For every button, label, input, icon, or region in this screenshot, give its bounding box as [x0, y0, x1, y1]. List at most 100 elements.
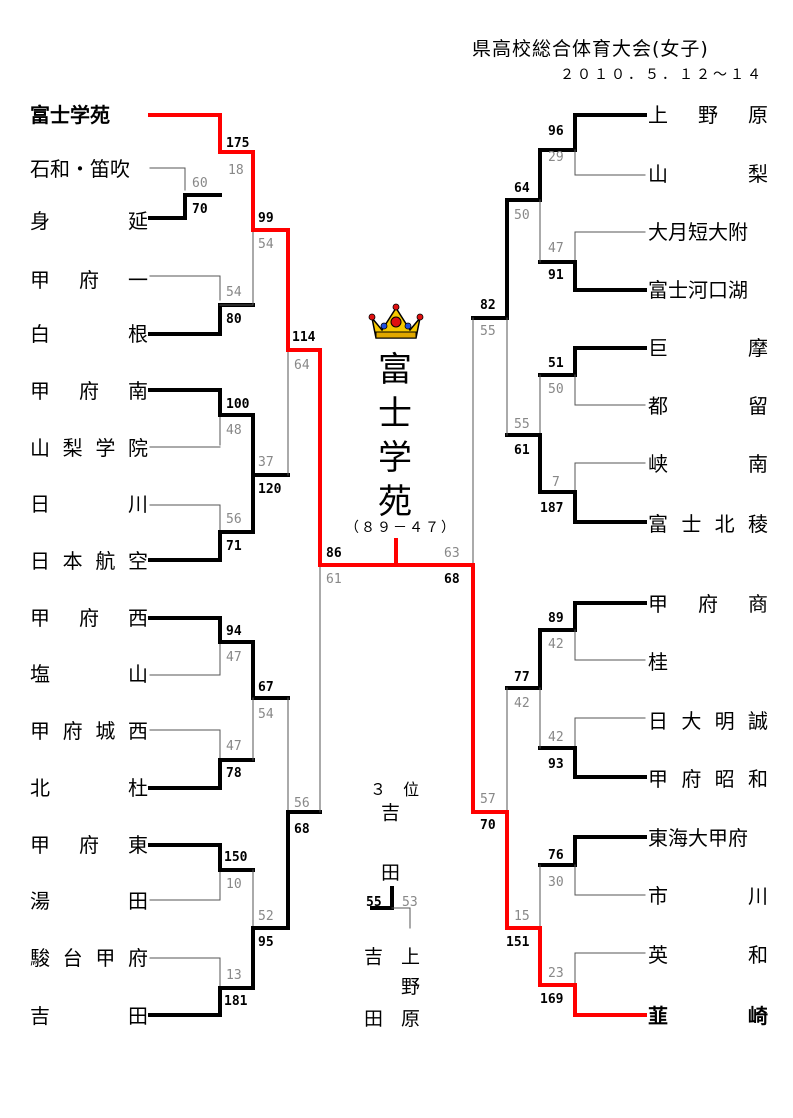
line-l-r3-c	[286, 810, 322, 930]
score: 63	[444, 546, 460, 561]
team-left-2: 石和・笛吹	[30, 157, 130, 181]
team-left-13: 北杜	[30, 776, 148, 800]
line-r-r2-d	[505, 433, 542, 494]
score: 67	[258, 680, 274, 695]
score: 91	[548, 268, 564, 283]
team-left-9: 日本航空	[30, 549, 148, 573]
score: 77	[514, 670, 530, 685]
line-l-w-yoshida	[148, 986, 255, 1017]
score: 57	[480, 792, 496, 807]
score: 68	[444, 572, 460, 587]
score: 47	[226, 650, 242, 665]
champion-char: 苑	[378, 482, 412, 522]
champion-score: （８９－４７）	[345, 520, 457, 536]
team-right-5: 巨摩	[648, 336, 768, 360]
score: 169	[540, 992, 563, 1007]
line-l-r1-h	[149, 729, 221, 759]
team-right-11: 日大明誠	[648, 709, 768, 733]
score: 175	[226, 136, 249, 151]
third-team-a-char: 田	[364, 1008, 384, 1030]
team-right-15: 英和	[648, 943, 768, 967]
team-left-11: 塩山	[30, 662, 148, 686]
team-left-16: 駿台甲府	[30, 946, 148, 970]
line-l-w-shinobu	[148, 193, 222, 220]
line-l-r2-g	[251, 926, 290, 990]
score: 42	[514, 696, 530, 711]
line-r-w-uenohara	[538, 113, 647, 152]
score: 29	[548, 150, 564, 165]
tournament-date: ２０１０．５．１２～１４	[560, 67, 764, 83]
score: 100	[226, 397, 250, 412]
third-place-char: 吉	[381, 802, 401, 824]
score: 47	[548, 241, 564, 256]
team-right-6: 都留	[648, 394, 768, 418]
team-left-3: 身延	[30, 209, 148, 233]
third-place-char: 田	[381, 862, 401, 884]
line-l-r1-e	[149, 504, 221, 531]
team-right-9: 甲府商	[648, 592, 768, 616]
score: 54	[258, 237, 274, 252]
score: 151	[506, 935, 530, 950]
score: 99	[258, 211, 274, 226]
line-r-l-ichikawa	[574, 864, 646, 896]
score: 15	[514, 909, 530, 924]
score: 96	[548, 124, 564, 139]
score: 23	[548, 966, 564, 981]
line-l-r1-b	[149, 275, 221, 301]
score: 52	[258, 909, 274, 924]
line-r-w-tokai	[538, 835, 647, 867]
team-left-4: 甲府一	[30, 268, 148, 292]
score: 7	[552, 475, 560, 490]
score: 13	[226, 968, 242, 983]
team-right-2: 山梨	[648, 162, 768, 186]
score: 61	[514, 443, 530, 458]
finalist-path	[394, 563, 647, 1017]
line-l-w-nihonkoku	[148, 530, 255, 562]
score: 68	[294, 822, 310, 837]
line-r-l-nichidai	[574, 717, 646, 749]
score: 86	[326, 546, 342, 561]
score: 89	[548, 611, 564, 626]
third-place-label: ３ 位	[370, 780, 426, 799]
third-score-a: 55	[366, 895, 382, 910]
score: 76	[548, 848, 564, 863]
score: 80	[226, 312, 242, 327]
score: 50	[548, 382, 564, 397]
third-team-b-char: 野	[401, 976, 421, 998]
score-labels: 175 18 60 70 99 54 54 80 114 64 100 48 3…	[192, 124, 564, 1009]
team-left-12: 甲府城西	[30, 719, 148, 743]
team-right-16: 韮崎	[648, 1004, 768, 1028]
score: 10	[226, 877, 242, 892]
line-l-r2-a	[219, 229, 254, 306]
champion-char: 士	[378, 394, 412, 434]
score: 50	[514, 208, 530, 223]
team-left-6: 甲府南	[30, 379, 148, 403]
team-right-4: 富士河口湖	[648, 278, 748, 302]
score: 54	[226, 285, 242, 300]
line-r-w-kitaryo	[538, 490, 647, 524]
line-l-r1-j	[149, 957, 221, 989]
crown-icon	[368, 303, 424, 339]
team-right-13: 東海大甲府	[648, 826, 748, 850]
team-left-10: 甲府西	[30, 606, 148, 630]
score: 18	[228, 163, 244, 178]
third-team-a-char: 吉	[364, 946, 384, 968]
line-r-l-eiwa	[574, 952, 646, 986]
score: 48	[226, 423, 242, 438]
line-l-w-hokuto	[148, 758, 255, 790]
score: 120	[258, 482, 282, 497]
champion-char: 富	[378, 350, 412, 390]
score: 61	[326, 572, 342, 587]
team-left-1: 富士学苑	[30, 103, 110, 127]
score: 93	[548, 757, 564, 772]
line-l-w-kofuminami	[148, 388, 255, 417]
line-third-loser	[391, 907, 411, 929]
team-left-17: 吉田	[30, 1004, 148, 1028]
score: 56	[226, 512, 242, 527]
score: 55	[514, 417, 530, 432]
score: 82	[480, 298, 496, 313]
team-right-1: 上野原	[648, 103, 768, 127]
team-right-7: 峡南	[648, 452, 768, 476]
champion-path	[148, 113, 398, 567]
